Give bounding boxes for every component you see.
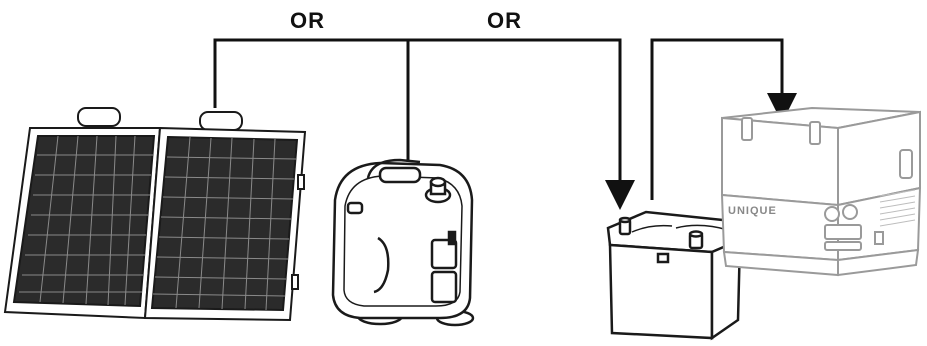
or-label-left: OR (290, 8, 325, 33)
connector-lines (213, 38, 797, 210)
or-label-right: OR (487, 8, 522, 33)
fridge-icon: UNIQUE (720, 106, 922, 277)
source-to-battery-line (213, 38, 635, 210)
fridge-brand-logo: UNIQUE (728, 205, 777, 217)
solar-panel-icon (3, 107, 307, 322)
generator-icon (331, 158, 475, 327)
battery-icon (606, 210, 744, 341)
battery-to-fridge-line (650, 38, 797, 200)
